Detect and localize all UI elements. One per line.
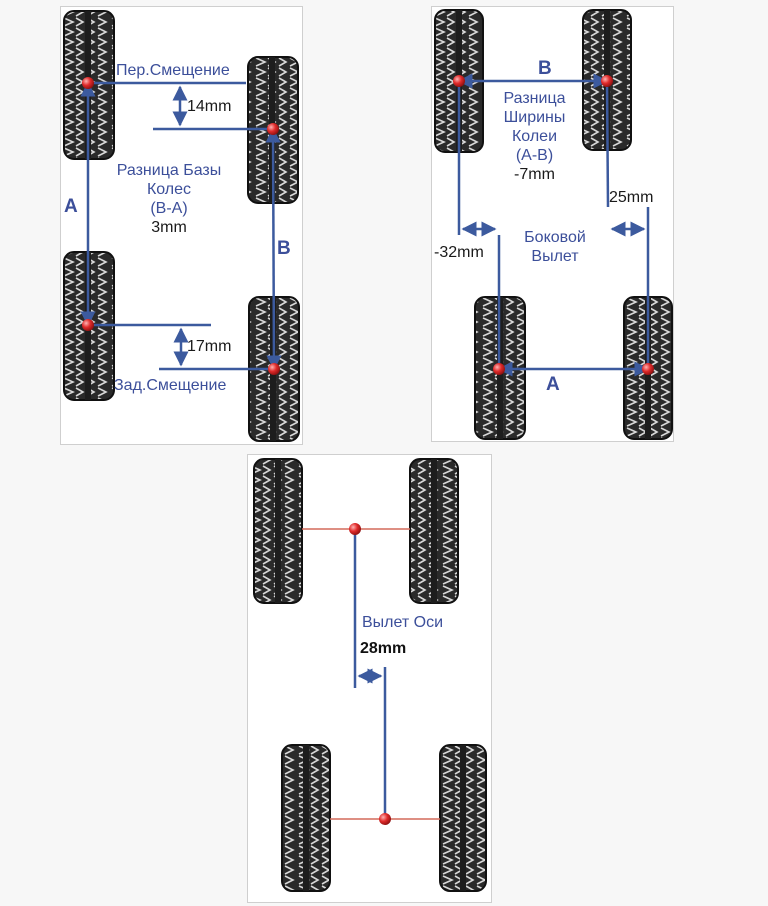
right-lateral-value: 25mm (609, 189, 654, 206)
rear-right-tire (439, 744, 487, 892)
track-title-line1: Разница (503, 90, 566, 107)
axle-offset-value: 28mm (360, 640, 407, 657)
track-width-diagram (434, 9, 673, 440)
front-offset-label: Пер.Смещение (116, 62, 230, 79)
front-offset-value: 14mm (187, 98, 232, 115)
front-right-drop (605, 80, 610, 208)
wheelbase-title-line2: Колес (146, 181, 192, 198)
axle-offset-panel: Вылет Оси 28mm (247, 454, 492, 903)
track-width-difference-panel: B Разница Ширины Колеи (A-B) -7mm 25mm -… (431, 6, 674, 442)
track-title-line3: Колеи (511, 128, 558, 145)
front-right-joint (601, 75, 613, 87)
track-b-label: B (538, 58, 552, 79)
wheelbase-diagram (63, 10, 300, 442)
front-axle-joint (349, 523, 361, 535)
rear-left-joint (493, 363, 505, 375)
track-formula: (A-B) (515, 147, 554, 164)
side-a-label: A (64, 196, 78, 217)
front-left-joint (453, 75, 465, 87)
rear-offset-label: Зад.Смещение (114, 377, 227, 394)
front-left-joint (82, 77, 94, 89)
track-a-label: A (546, 374, 560, 395)
axle-offset-diagram (253, 458, 487, 892)
track-title: Разница Ширины Колеи (A-B) -7mm (482, 89, 587, 184)
side-b-line (265, 127, 282, 371)
wheelbase-difference-panel: Пер.Смещение 14mm Разница Базы Колес (B-… (60, 6, 303, 445)
rear-offset-value: 17mm (187, 338, 232, 355)
lateral-title-line1: Боковой (524, 229, 586, 246)
rear-left-joint (82, 319, 94, 331)
rear-axle-joint (379, 813, 391, 825)
front-left-tire (253, 458, 303, 604)
lateral-title-line2: Вылет (531, 248, 579, 265)
wheelbase-formula: (B-A) (150, 200, 188, 217)
rear-right-joint (642, 363, 654, 375)
axle-offset-title: Вылет Оси (362, 614, 444, 631)
front-right-tire (409, 458, 459, 604)
track-value: -7mm (514, 166, 555, 183)
side-b-label: B (277, 238, 291, 259)
wheelbase-title-line1: Разница Базы (116, 162, 222, 179)
rear-left-tire (281, 744, 331, 892)
front-right-joint (267, 123, 279, 135)
wheelbase-value: 3mm (151, 219, 187, 236)
left-lateral-value: -32mm (434, 244, 484, 261)
track-title-line2: Ширины (503, 109, 566, 126)
lateral-runout-title: Боковой Вылет (510, 228, 600, 266)
rear-right-joint (268, 363, 280, 375)
wheelbase-title: Разница Базы Колес (B-A) 3mm (99, 161, 239, 237)
